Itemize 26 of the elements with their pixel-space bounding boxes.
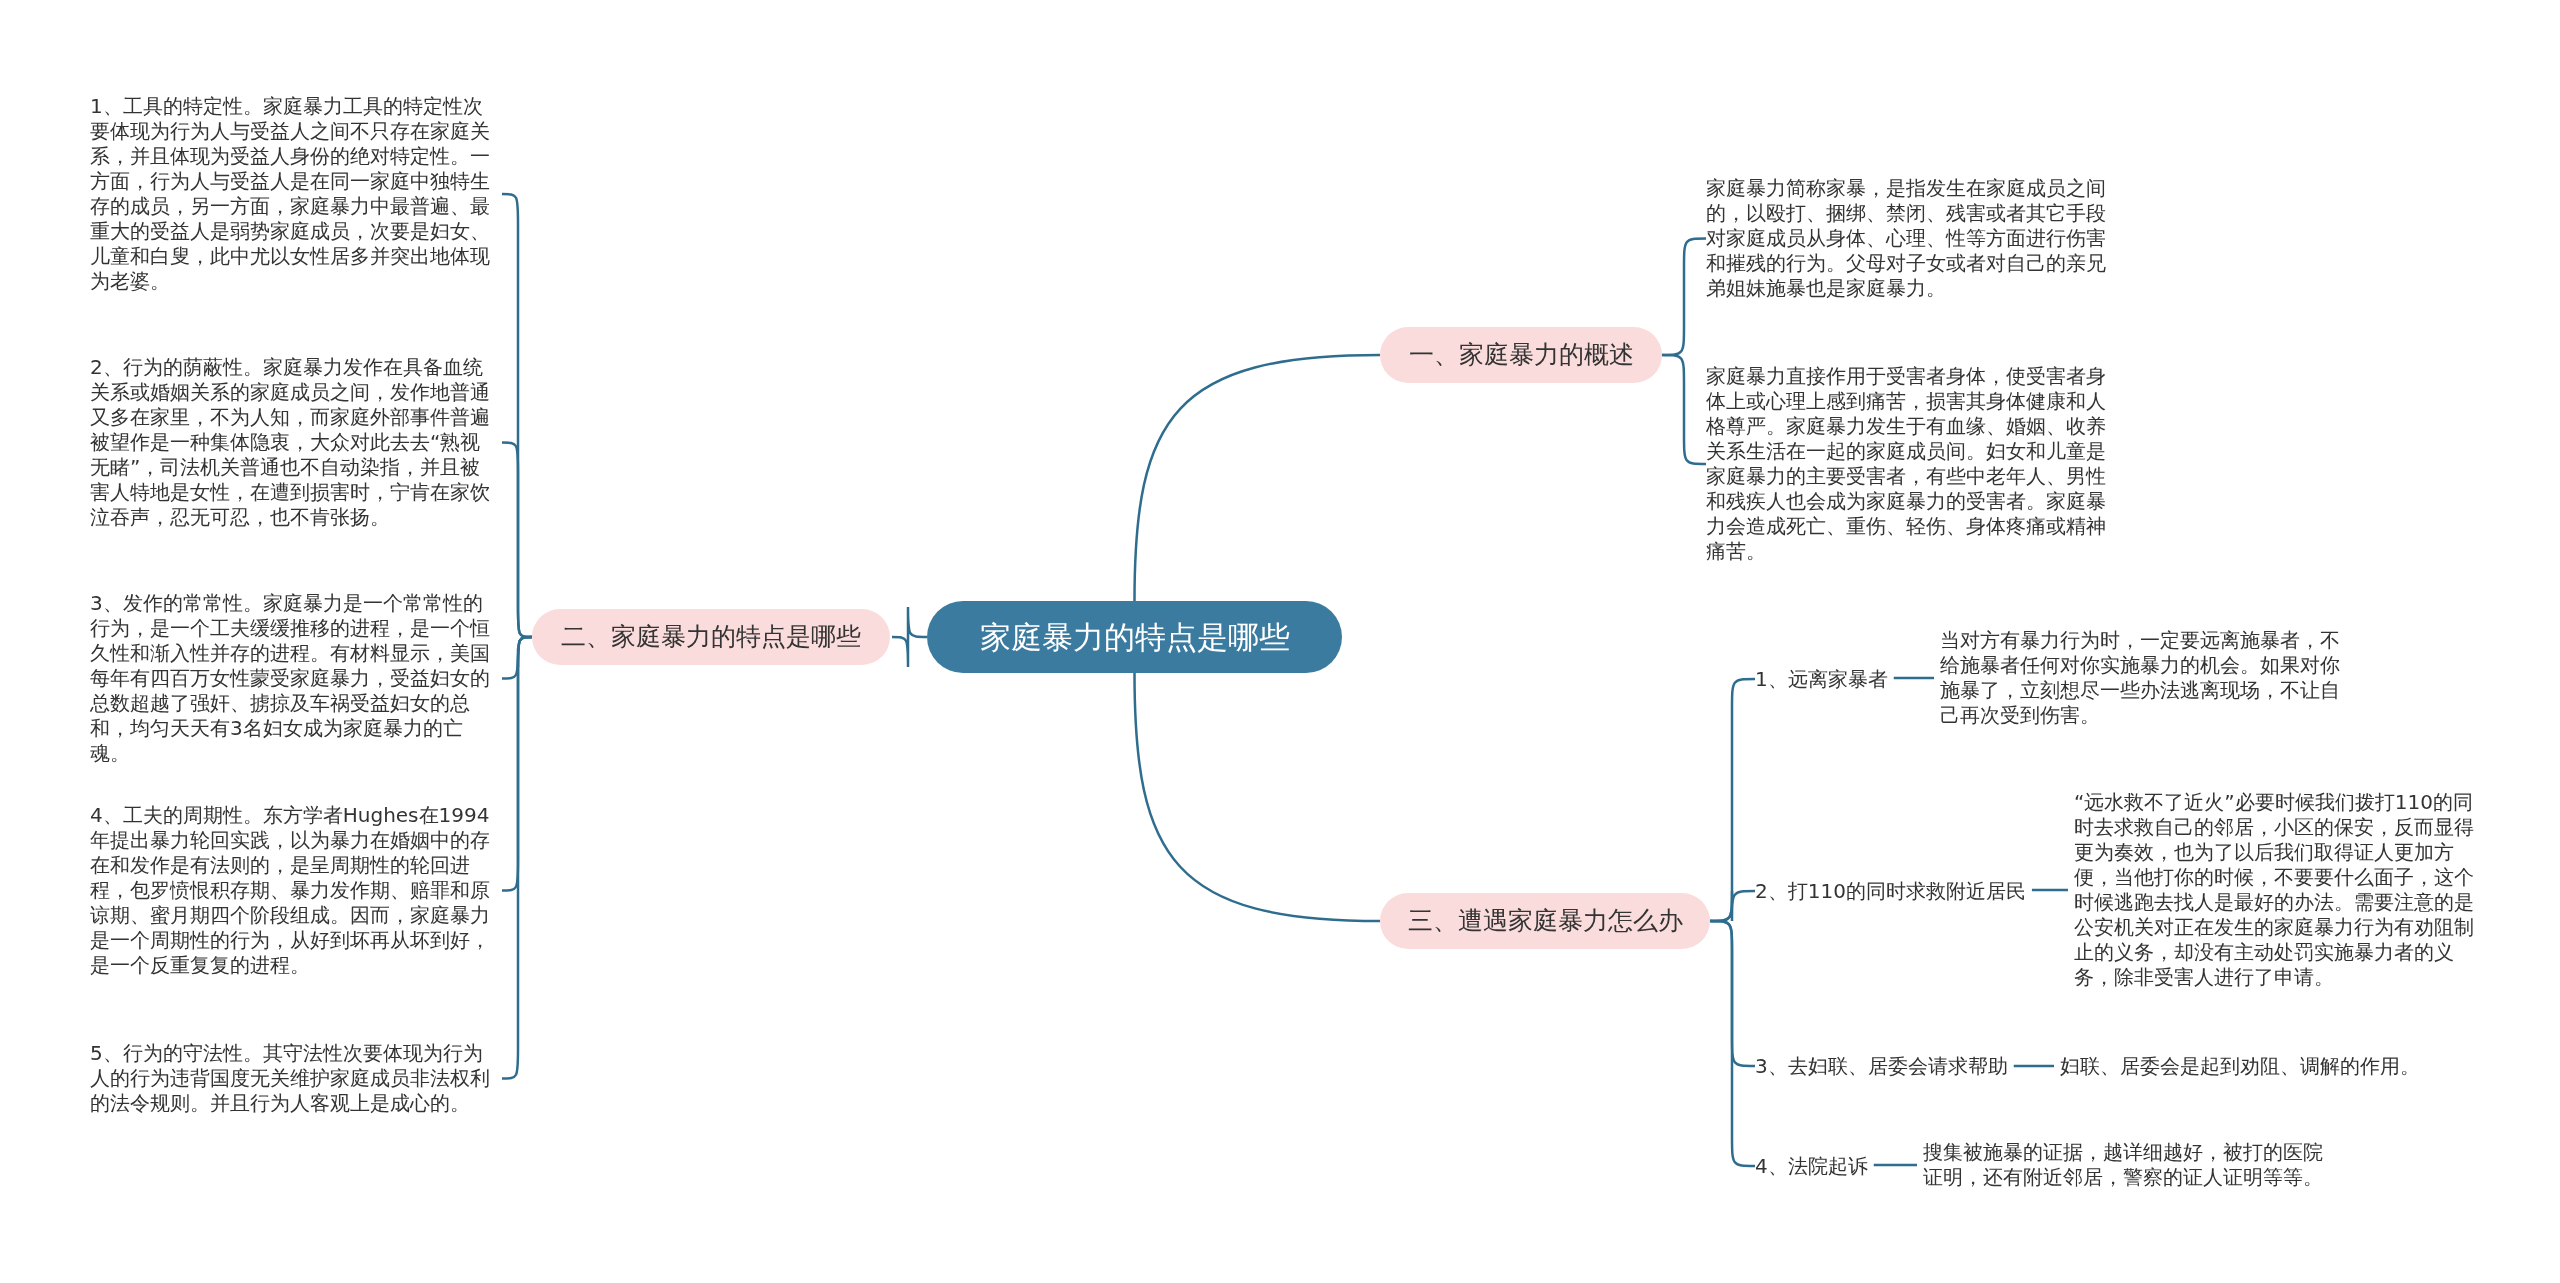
note-text: 搜集被施暴的证据，越详细越好，被打的医院证明，还有附近邻居，警察的证人证明等等。 [1923,1140,2333,1190]
note-text: 3、发作的常常性。家庭暴力是一个常常性的行为，是一个工夫缓缓推移的进程，是一个恒久性和渐入性并存的进程。有材料显示，美国每年有四百万女性蒙受家庭暴力，受益妇女的总数超越了强奸、掳掠及车祸受益妇女的总和，均匀天天有3名妇女成为家庭暴力的亡魂。 [90,591,500,766]
branch-topic: 一、家庭暴力的概述 [1380,327,1662,383]
branch-topic: 二、家庭暴力的特点是哪些 [532,609,890,665]
note-text: 家庭暴力简称家暴，是指发生在家庭成员之间的，以殴打、捆绑、禁闭、残害或者其它手段对家庭成员从身体、心理、性等方面进行伤害和摧残的行为。父母对子女或者对自己的亲兄弟姐妹施暴也是家庭暴力。 [1706,176,2116,301]
subtopic-text: 3、去妇联、居委会请求帮助 [1755,1053,2008,1079]
connector-line [2031,888,2068,892]
branch-topic: 三、遭遇家庭暴力怎么办 [1380,893,1710,949]
connector-line [892,605,927,669]
connector-line [2013,1064,2054,1068]
note-text: 2、行为的荫蔽性。家庭暴力发作在具备血统关系或婚姻关系的家庭成员之间，发作地普通又多在家里，不为人知，而家庭外部事件普遍被望作是一种集体隐衷，大众对此去去“熟视无睹”，司法机关普通也不自动染指，并且被害人特地是女性，在遭到损害时，宁肯在家饮泣吞声，忍无可忍，也不肯张扬。 [90,355,500,530]
note-text: 4、工夫的周期性。东方学者Hughes在1994年提出暴力轮回实践，以为暴力在婚姻中的存在和发作是有法则的，是呈周期性的轮回进程，包罗愤恨积存期、暴力发作期、赔罪和原谅期、蜜月期四个阶段组成。因而，家庭暴力是一个周期性的行为，从好到坏再从坏到好，是一个反重复复的进程。 [90,803,500,978]
subtopic-text: 1、远离家暴者 [1755,666,1888,692]
note-text: 1、工具的特定性。家庭暴力工具的特定性次要体现为行为人与受益人之间不只存在家庭关系，并且体现为受益人身份的绝对特定性。一方面，行为人与受益人是在同一家庭中独特生存的成员，另一方面，家庭暴力中最普遍、最重大的受益人是弱势家庭成员，次要是妇女、儿童和白叟，此中尤以女性居多并突出地体现为老婆。 [90,94,500,294]
subtopic-text: 2、打110的同时求救附近居民 [1755,878,2026,904]
note-text: “远水救不了近火”必要时候我们拨打110的同时去求救自己的邻居，小区的保安，反而显得更为奏效，也为了以后我们取得证人更加方便，当他打你的时候，不要要什么面子，这个时候逃跑去找人是最好的办法。需要注意的是公安机关对正在发生的家庭暴力行为有劝阻制止的义务，却没有主动处罚实施暴力者的义务，除非受害人进行了申请。 [2074,790,2484,990]
connector-line [1133,353,1381,602]
central-topic: 家庭暴力的特点是哪些 [927,601,1342,673]
connector-line [1893,676,1934,680]
subtopic-text: 妇联、居委会是起到劝阻、调解的作用。 [2060,1053,2480,1079]
note-text: 5、行为的守法性。其守法性次要体现为行为人的行为违背国度无关维护家庭成员非法权利的法令规则。并且行为人客观上是成心的。 [90,1041,500,1116]
subtopic-text: 4、法院起诉 [1755,1153,1868,1179]
note-text: 当对方有暴力行为时，一定要远离施暴者，不给施暴者任何对你实施暴力的机会。如果对你施暴了，立刻想尽一些办法逃离现场，不让自己再次受到伤害。 [1940,628,2350,728]
connector-line [1133,672,1381,923]
note-text: 家庭暴力直接作用于受害者身体，使受害者身体上或心理上感到痛苦，损害其身体健康和人格尊严。家庭暴力发生于有血缘、婚姻、收养关系生活在一起的家庭成员间。妇女和儿童是家庭暴力的主要受害者，有些中老年人、男性和残疾人也会成为家庭暴力的受害者。家庭暴力会造成死亡、重伤、轻伤、身体疼痛或精神痛苦。 [1706,364,2116,564]
connector-line [1873,1163,1917,1167]
